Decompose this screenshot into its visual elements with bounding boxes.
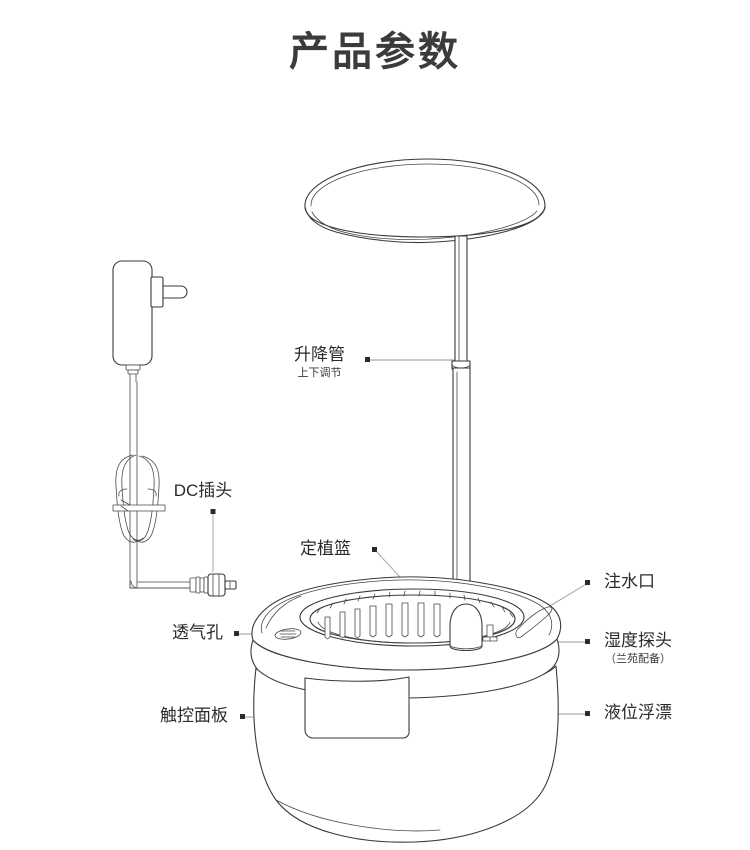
- power-adapter: [112, 260, 188, 383]
- grow-light-dome: [304, 158, 546, 244]
- vent-slot: [274, 628, 302, 640]
- touch-panel[interactable]: [304, 676, 410, 739]
- page-title: 产品参数: [289, 30, 461, 74]
- leader-lift-tube: [365, 357, 455, 362]
- cable-coil: [112, 454, 166, 543]
- callout-humidity-probe-label: 湿度探头: [604, 631, 672, 650]
- telescoping-pole: [451, 235, 471, 607]
- callout-water-inlet: 注水口: [604, 572, 655, 592]
- callout-lift-tube-sub: 上下调节: [297, 366, 342, 379]
- dc-barrel-plug: [189, 573, 237, 597]
- callout-planting-basket-label: 定植篮: [300, 539, 351, 558]
- callout-water-level-float: 液位浮漂: [604, 703, 672, 723]
- callout-humidity-probe-sub: （兰苑配备）: [605, 652, 671, 665]
- basin-rim-ridges: [316, 590, 514, 618]
- water-inlet-groove: [515, 606, 553, 639]
- float-cylinder: [449, 603, 483, 652]
- leader-dc-plug: [210, 509, 216, 572]
- callout-dc-plug: DC插头: [174, 481, 233, 501]
- humidity-probe-fitting: [482, 624, 498, 642]
- callout-planting-basket: 定植篮: [300, 539, 351, 559]
- callout-lift-tube: 升降管 上下调节: [294, 345, 345, 379]
- callout-touch-panel: 触控面板: [160, 706, 228, 726]
- callout-humidity-probe: 湿度探头 （兰苑配备）: [604, 631, 672, 665]
- callout-vent-hole: 透气孔: [172, 623, 223, 643]
- callout-water-inlet-label: 注水口: [604, 572, 655, 591]
- callout-dc-plug-label: DC插头: [173, 481, 233, 500]
- power-cable: [112, 381, 191, 589]
- callout-vent-hole-label: 透气孔: [172, 623, 223, 642]
- planting-baskets: [324, 602, 441, 640]
- callout-lift-tube-label: 升降管: [294, 345, 345, 364]
- planter-basin: [250, 576, 562, 843]
- callout-touch-panel-label: 触控面板: [160, 706, 228, 725]
- callout-water-level-float-label: 液位浮漂: [604, 703, 672, 722]
